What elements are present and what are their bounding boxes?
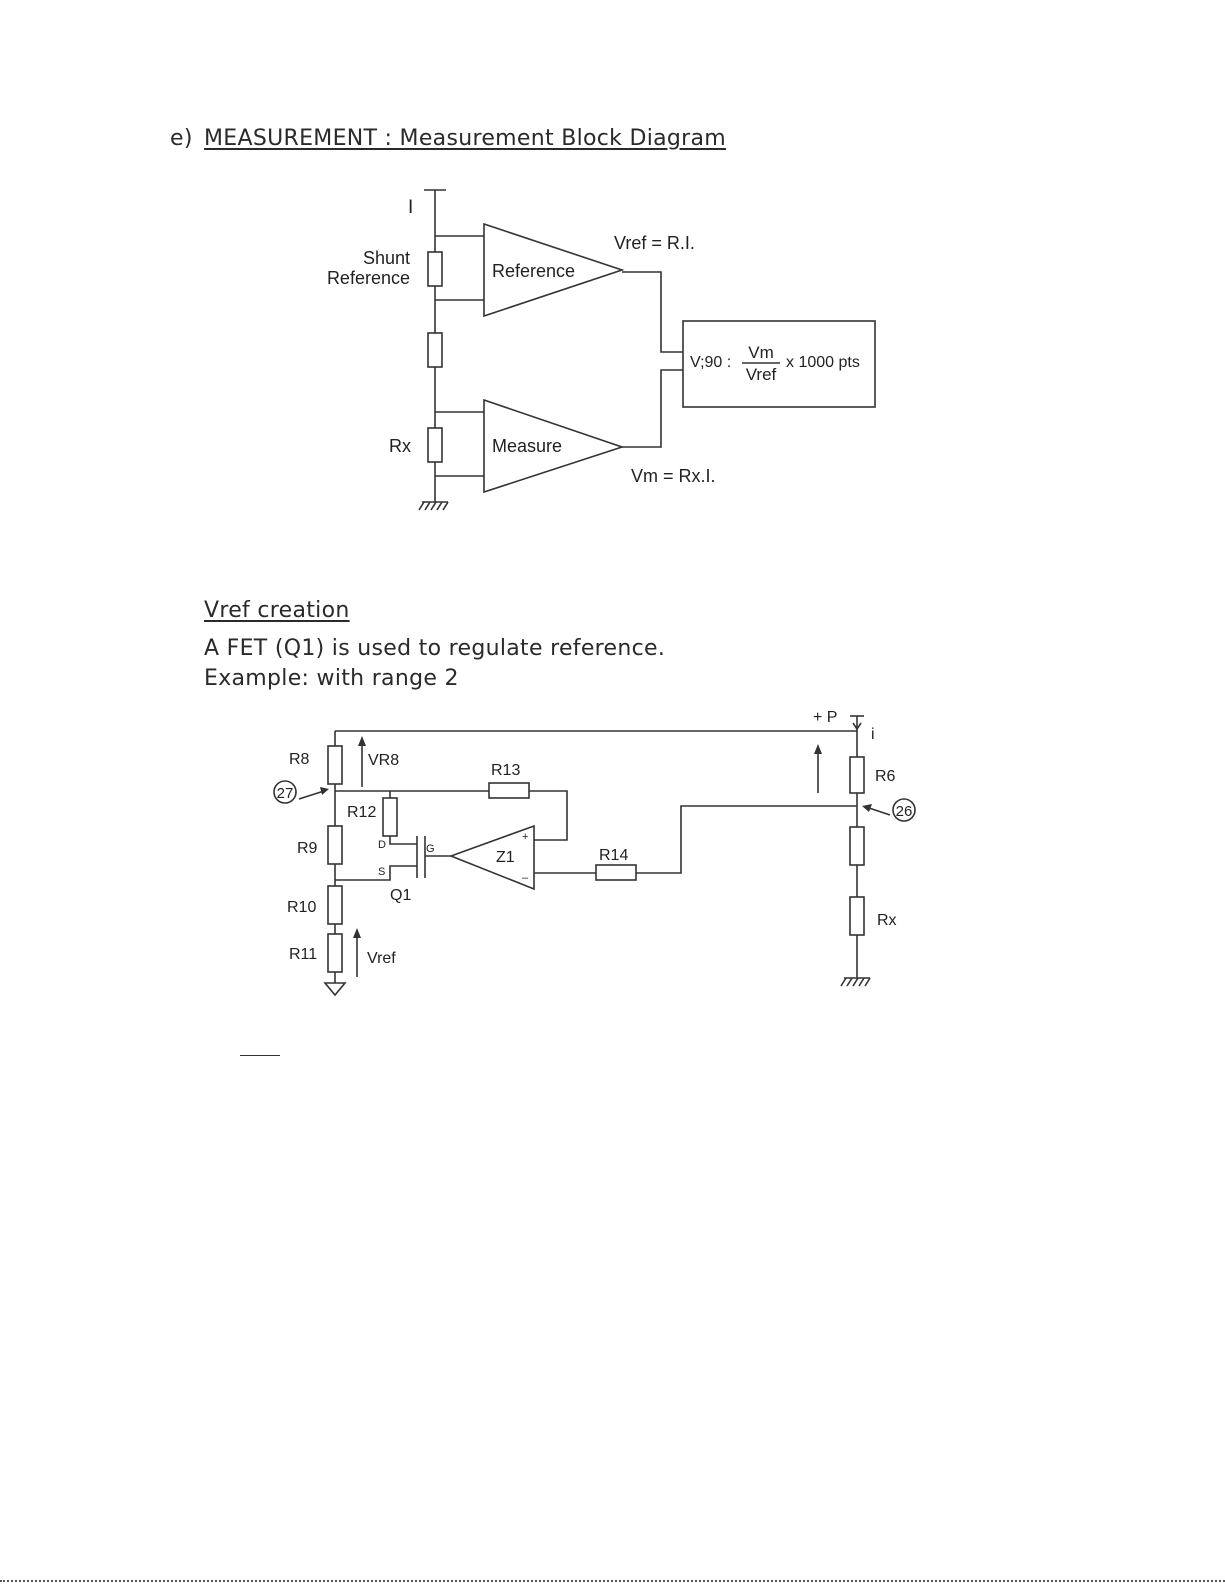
rx-label: Rx [389, 436, 411, 456]
right-mid-resistor [850, 827, 864, 865]
ground-icon [419, 502, 448, 510]
wire-node26-r14 [636, 806, 857, 873]
r14-resistor [596, 865, 636, 880]
wire-q1-source [335, 866, 417, 880]
vr8-label: VR8 [368, 752, 399, 769]
fraction-denominator: Vref [746, 365, 777, 384]
r11-resistor [328, 934, 342, 972]
vref-arrow-icon [353, 928, 361, 977]
power-terminal-icon [850, 716, 864, 731]
wire-meas-out [622, 370, 683, 447]
display-suffix: x 1000 pts [786, 354, 860, 371]
current-i-label: i [871, 726, 875, 743]
footnote-rule [240, 1055, 280, 1056]
signal-ground-icon [325, 983, 345, 995]
page-bottom-edge [0, 1580, 1225, 1582]
wire-r12-drain [390, 836, 417, 844]
wire-ref-out [622, 272, 683, 352]
rx-label-2: Rx [877, 912, 897, 929]
rx-resistor [428, 428, 442, 462]
ground-icon-2 [841, 978, 870, 986]
vm-formula: Vm = Rx.I. [631, 466, 716, 486]
z1-minus-label: – [522, 872, 529, 884]
r12-resistor [383, 798, 397, 836]
r11-label: R11 [289, 946, 317, 963]
shunt-label-1: Shunt [363, 248, 410, 268]
q1-fet-icon [417, 836, 425, 878]
vref-description-line-1: A FET (Q1) is used to regulate reference… [204, 636, 665, 661]
fraction-numerator: Vm [748, 343, 774, 362]
display-prefix: V;90 : [690, 354, 731, 371]
r6-resistor [850, 757, 864, 793]
vref-label: Vref [367, 950, 396, 967]
vr8-arrow-icon [358, 736, 366, 787]
q1-drain-label: D [378, 839, 386, 851]
shunt-resistor [428, 252, 442, 286]
vref-creation-title: Vref creation [204, 598, 350, 623]
r10-resistor [328, 886, 342, 924]
r14-label: R14 [599, 847, 628, 864]
r9-resistor [328, 826, 342, 864]
q1-source-label: S [378, 866, 385, 878]
z1-label: Z1 [496, 849, 515, 866]
current-label: I [408, 197, 413, 218]
reference-amp-label: Reference [492, 261, 575, 281]
r13-label: R13 [491, 762, 520, 779]
r13-resistor [489, 783, 529, 798]
measurement-block-diagram: I Shunt Reference Rx Reference Vref = R.… [0, 0, 1225, 560]
vref-schematic: + P i R6 Rx 26 R14 Z1 + – R13 [0, 690, 1225, 1010]
node-26-label: 26 [896, 803, 913, 820]
r8-resistor [328, 746, 342, 784]
shunt-label-2: Reference [327, 268, 410, 288]
plus-p-label: + P [813, 709, 837, 726]
rx-resistor-2 [850, 897, 864, 935]
vref-formula: Vref = R.I. [614, 233, 695, 253]
voltage-arrow-icon [814, 744, 822, 793]
r6-label: R6 [875, 768, 896, 785]
r10-label: R10 [287, 899, 316, 916]
node-27-label: 27 [277, 785, 294, 802]
q1-gate-label: G [426, 843, 435, 855]
r9-label: R9 [297, 840, 318, 857]
vref-description-line-2: Example: with range 2 [204, 666, 459, 691]
z1-plus-label: + [522, 831, 528, 843]
r8-label: R8 [289, 751, 310, 768]
measure-amp-label: Measure [492, 436, 562, 456]
series-resistor [428, 333, 442, 367]
r12-label: R12 [347, 804, 376, 821]
q1-label: Q1 [390, 887, 411, 904]
